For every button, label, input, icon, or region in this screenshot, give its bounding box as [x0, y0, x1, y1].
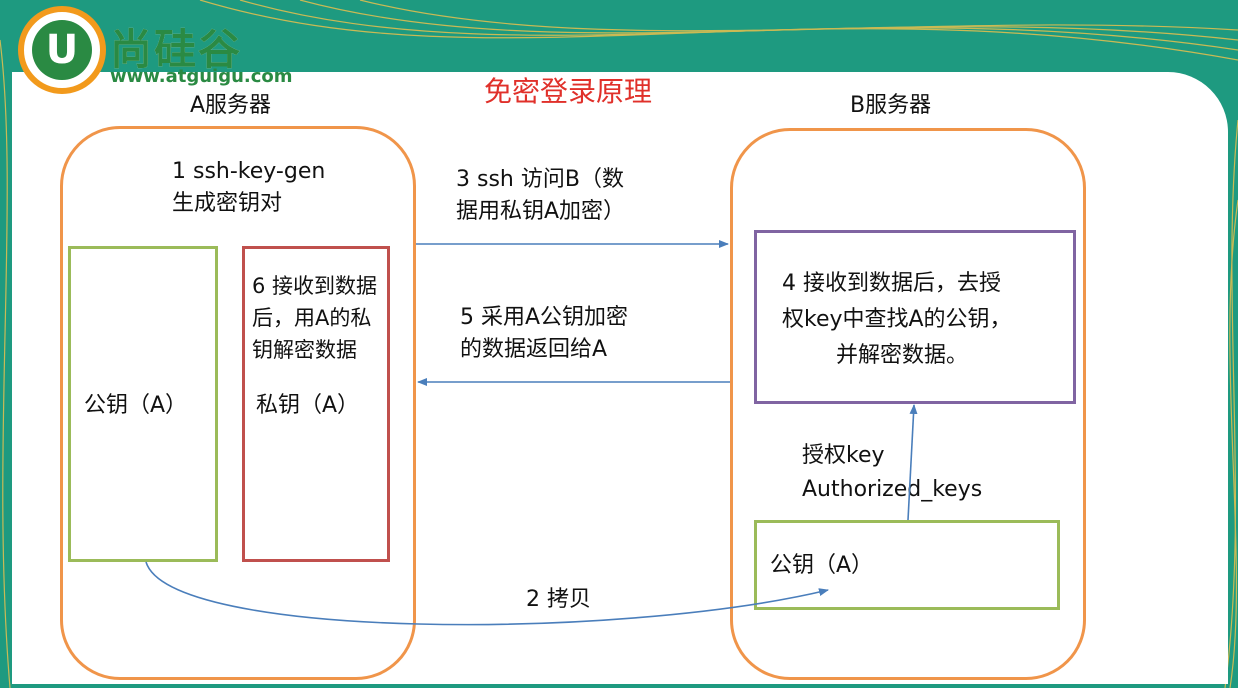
authorized-key-line1: 授权key [802, 443, 885, 468]
diagram-title: 免密登录原理 [484, 75, 653, 108]
arrow-step2-copy [145, 561, 829, 626]
a-public-key-label: 公钥（A） [84, 393, 188, 418]
b-public-key-box [754, 520, 1060, 610]
step3-line1: 3 ssh 访问B（数 [456, 167, 624, 192]
atguigu-logo: U 尚硅谷 www.atguigu.com [18, 6, 308, 102]
server-b-box [730, 128, 1086, 680]
step5-line1: 5 采用A公钥加密 [460, 305, 629, 330]
logo-url: www.atguigu.com [110, 66, 293, 87]
step5-line2: 的数据返回给A [460, 337, 608, 362]
step1-line2: 生成密钥对 [172, 191, 283, 216]
authorized-key-line2: Authorized_keys [802, 477, 983, 502]
a-private-key-label: 私钥（A） [256, 393, 360, 418]
server-b-label: B服务器 [850, 93, 932, 118]
server-a-label: A服务器 [190, 93, 272, 118]
b-public-key-label: 公钥（A） [770, 553, 874, 578]
logo-letter: U [32, 20, 92, 80]
server-a-box [60, 126, 416, 680]
step6-line3: 钥解密数据 [252, 338, 357, 362]
step6-line1: 6 接收到数据 [252, 274, 378, 298]
logo-chinese-name: 尚硅谷 [110, 25, 243, 74]
logo-circle-icon: U [18, 6, 106, 94]
a-private-key-box [242, 246, 390, 562]
arrow-authorized-lookup [907, 404, 918, 521]
step4-line1: 4 接收到数据后，去授 [782, 271, 1001, 296]
slide-canvas [12, 72, 1228, 684]
step4-line2: 权key中查找A的公钥， [782, 307, 1012, 332]
step6-line2: 后，用A的私 [252, 306, 372, 330]
step1-line1: 1 ssh-key-gen [172, 159, 326, 184]
b-process-box [754, 230, 1076, 404]
step3-line2: 据用私钥A加密） [456, 199, 626, 224]
step4-line3: 并解密数据。 [836, 343, 969, 368]
step2-label: 2 拷贝 [526, 587, 591, 612]
a-public-key-box [68, 246, 218, 562]
